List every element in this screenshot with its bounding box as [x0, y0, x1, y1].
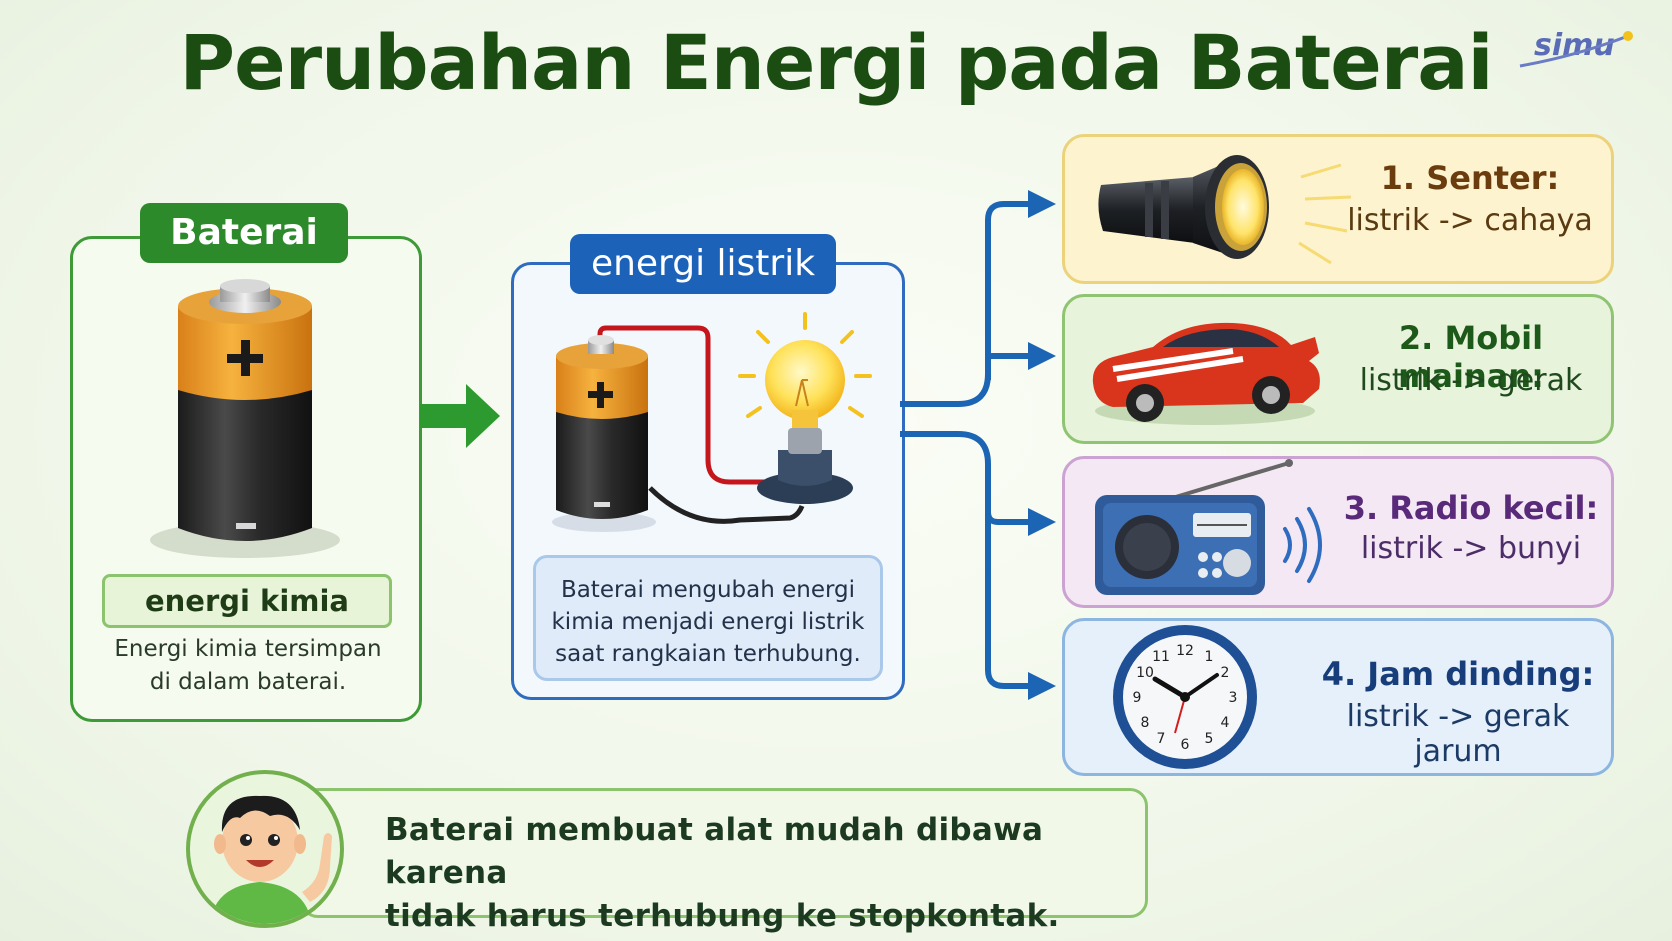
green-arrow-icon [420, 384, 500, 448]
device-title: 2. Mobil mainan: [1398, 319, 1544, 395]
svg-text:3: 3 [1229, 690, 1238, 706]
arrowhead-icon [1028, 342, 1056, 370]
device-card-radio: 3. Radio kecil: listrik -> bunyi [1062, 456, 1614, 608]
svg-text:1: 1 [1205, 649, 1214, 665]
svg-text:12: 12 [1176, 643, 1194, 659]
device-title: 1. Senter: [1380, 159, 1560, 197]
device-card-toy-car: 2. Mobil mainan: listrik -> gerak [1062, 294, 1614, 444]
svg-text:7: 7 [1157, 731, 1166, 747]
svg-text:9: 9 [1133, 690, 1142, 706]
boy-pointing-icon [210, 795, 332, 924]
svg-text:2: 2 [1221, 665, 1230, 681]
device-title: 3. Radio kecil: [1343, 489, 1599, 527]
svg-text:4: 4 [1221, 715, 1230, 731]
device-conversion: listrik -> bunyi [1360, 531, 1582, 566]
svg-text:10: 10 [1136, 665, 1154, 681]
boy-avatar [186, 770, 344, 928]
svg-text:6: 6 [1181, 737, 1190, 753]
chemical-energy-caption: Energi kimia tersimpan di dalam baterai. [90, 633, 406, 699]
toy-car-icon [1092, 322, 1320, 425]
svg-text:5: 5 [1205, 731, 1214, 747]
description-line: saat rangkaian terhubung. [555, 641, 861, 667]
electric-energy-description: Baterai mengubah energi kimia menjadi en… [533, 555, 883, 681]
caption-line: Energi kimia tersimpan [114, 636, 382, 662]
svg-text:8: 8 [1141, 715, 1150, 731]
note-line: tidak harus terhubung ke stopkontak. [385, 898, 1060, 934]
chemical-energy-label: energi kimia [102, 574, 392, 628]
svg-text:11: 11 [1152, 649, 1170, 665]
device-title: 4. Jam dinding: [1321, 655, 1595, 693]
page-title: Perubahan Energi pada Baterai [179, 18, 1493, 107]
radio-icon [1095, 459, 1322, 595]
electric-energy-tab: energi listrik [570, 234, 836, 294]
description-line: Baterai mengubah energi [560, 577, 856, 603]
arrowhead-icon [1028, 672, 1056, 700]
description-line: kimia menjadi energi listrik [551, 609, 865, 635]
device-card-flashlight: 1. Senter: listrik -> cahaya [1062, 134, 1614, 284]
small-battery-icon [552, 335, 656, 532]
device-conversion: listrik -> cahaya [1347, 203, 1593, 238]
arrowhead-icon [1028, 508, 1056, 536]
device-conversion: listrik -> gerak [1359, 363, 1583, 398]
sound-waves-icon [1283, 507, 1322, 583]
battery-tab: Baterai [140, 203, 348, 263]
flashlight-icon [1098, 155, 1352, 265]
light-bulb-icon [738, 312, 872, 504]
arrowhead-icon [1028, 190, 1056, 218]
note-line: Baterai membuat alat mudah dibawa karena [385, 812, 1044, 891]
note-box: Baterai membuat alat mudah dibawa karena… [300, 788, 1148, 934]
branch-arrows [900, 190, 1056, 700]
battery-icon [150, 279, 340, 558]
circuit-illustration [552, 312, 872, 532]
logo-swoosh-icon [1519, 31, 1633, 68]
caption-line: di dalam baterai. [149, 669, 347, 695]
simu-logo: simu [1516, 26, 1636, 76]
device-conversion: listrik -> gerak jarum [1346, 699, 1570, 769]
